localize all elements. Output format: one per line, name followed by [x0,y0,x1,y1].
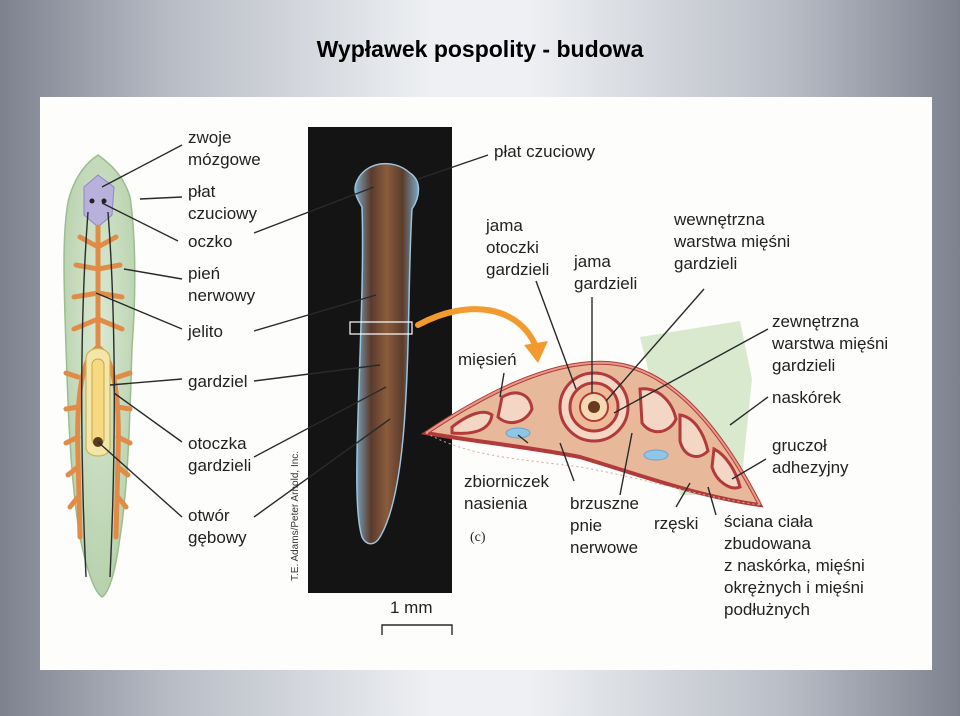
label-naskorek: naskórek [772,388,841,407]
label-plat-czuciowy: płat czuciowy [494,142,596,161]
label-oczko: oczko [188,232,232,251]
label-otoczka: otoczka [188,434,247,453]
label-brzuszne-3: nerwowe [570,538,638,557]
planarian-diagram: zwoje mózgowe płat czuciowy oczko pień n… [40,97,932,670]
label-plat: płat [188,182,216,201]
pharynx-shape [92,359,104,445]
scale-bar [382,625,452,635]
label-gebowy: gębowy [188,528,247,547]
label-czuciowy: czuciowy [188,204,257,223]
label-sciana-2: zbudowana [724,534,812,553]
label-brzuszne-1: brzuszne [570,494,639,513]
label-wewnetrzna-3: gardzieli [674,254,737,273]
label-gruczol-2: adhezyjny [772,458,849,477]
label-nerwowy: nerwowy [188,286,256,305]
label-zwoje: zwoje [188,128,231,147]
photo-credit: T.E. Adams/Peter Arnold, Inc. [290,451,301,581]
scale-label: 1 mm [390,598,433,617]
panel-letter: (c) [470,530,486,545]
label-jelito: jelito [187,322,223,341]
label-gardziel: gardziel [188,372,248,391]
pharynx-lumen [588,401,600,413]
label-jama-gardzieli-1: jama [573,252,611,271]
label-jama-gardzieli-2: gardzieli [574,274,637,293]
label-otwor: otwór [188,506,230,525]
label-zewnetrzna-1: zewnętrzna [772,312,859,331]
label-sciana-5: podłużnych [724,600,810,619]
label-rzeski: rzęski [654,514,698,533]
label-sciana-3: z naskórka, mięśni [724,556,865,575]
label-jama-otoczki-1: jama [485,216,523,235]
label-miesien: mięsień [458,350,517,369]
label-pien: pień [188,264,220,283]
label-zbiorniczek-2: nasienia [464,494,528,513]
label-zewnetrzna-3: gardzieli [772,356,835,375]
label-gruczol-1: gruczoł [772,436,827,455]
label-jama-otoczki-2: otoczki [486,238,539,257]
planarian-photo: T.E. Adams/Peter Arnold, Inc. 1 mm [290,127,452,635]
diagram-panel: zwoje mózgowe płat czuciowy oczko pień n… [40,97,932,670]
left-labels: zwoje mózgowe płat czuciowy oczko pień n… [187,128,261,547]
label-brzuszne-2: pnie [570,516,602,535]
label-wewnetrzna-2: warstwa mięśni [673,232,790,251]
page-title: Wypławek pospolity - budowa [0,36,960,63]
label-sciana-1: ściana ciała [724,512,813,531]
label-jama-otoczki-3: gardzieli [486,260,549,279]
planarian-illustration [64,155,135,597]
eyespot-left [90,199,95,204]
arrow-head [524,341,548,363]
label-zbiorniczek-1: zbiorniczek [464,472,550,491]
label-wewnetrzna-1: wewnętrzna [673,210,765,229]
label-otoczka-gardzieli: gardzieli [188,456,251,475]
label-mozgowe: mózgowe [188,150,261,169]
label-sciana-4: okrężnych i mięśni [724,578,864,597]
label-zewnetrzna-2: warstwa mięśni [771,334,888,353]
